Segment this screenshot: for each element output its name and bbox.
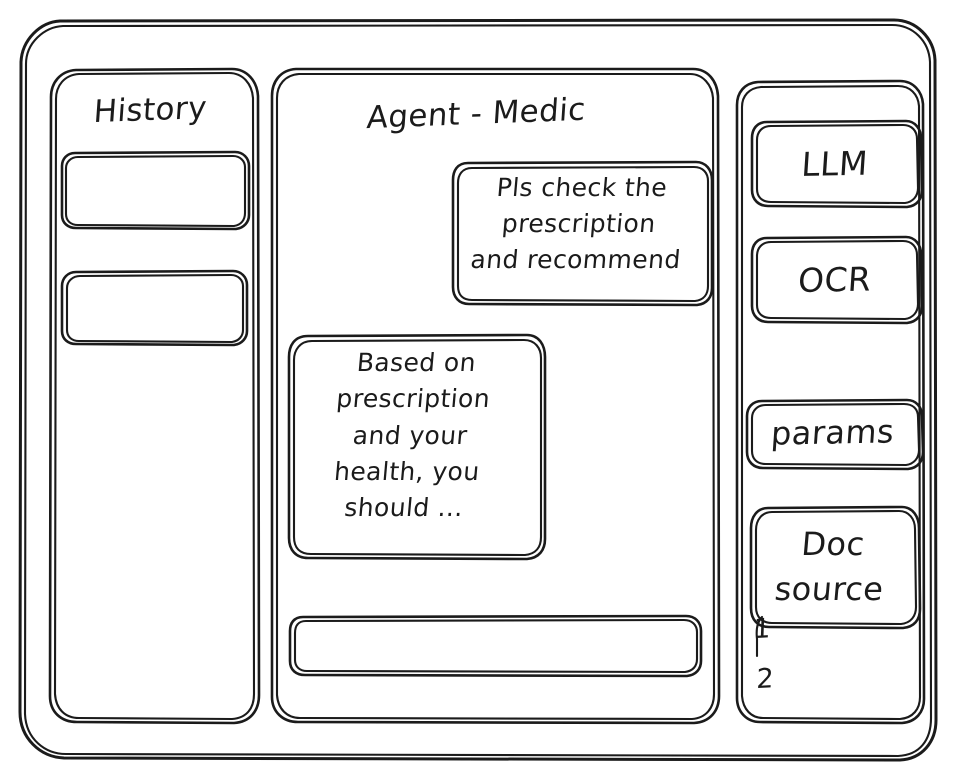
llm-button-label[interactable]: LLM <box>800 143 870 184</box>
doc-source-ref-2[interactable]: 2 <box>755 663 775 696</box>
composer-input-outline <box>288 614 703 678</box>
llm-button-outline <box>750 119 924 209</box>
tools-panel-outline <box>735 79 926 725</box>
history-panel-outline <box>48 67 261 725</box>
agent-message-bubble-outline <box>287 333 547 561</box>
params-button-label[interactable]: params <box>769 412 896 453</box>
ocr-button-outline <box>750 235 924 325</box>
composer-input[interactable] <box>305 634 685 662</box>
doc-source-ref-1[interactable]: 1 <box>752 613 772 646</box>
window-frame-outline <box>18 18 938 762</box>
agent-message-text: Based on prescription and your health, y… <box>332 348 492 522</box>
user-message-bubble-outline <box>451 160 714 307</box>
history-item-1-outline <box>60 150 251 231</box>
history-item-2-label[interactable] <box>78 296 233 326</box>
ocr-button-label[interactable]: OCR <box>796 259 873 301</box>
doc-source-card-outline <box>749 505 922 658</box>
params-button-outline <box>745 398 925 471</box>
history-item-2-outline <box>60 269 249 347</box>
doc-source-label[interactable]: Doc source <box>773 525 886 609</box>
user-message-text: Pls check the prescription and recommend <box>469 173 683 274</box>
history-item-1-label[interactable] <box>78 178 233 208</box>
history-panel-title: History <box>92 90 209 131</box>
main-panel-outline <box>270 67 721 725</box>
